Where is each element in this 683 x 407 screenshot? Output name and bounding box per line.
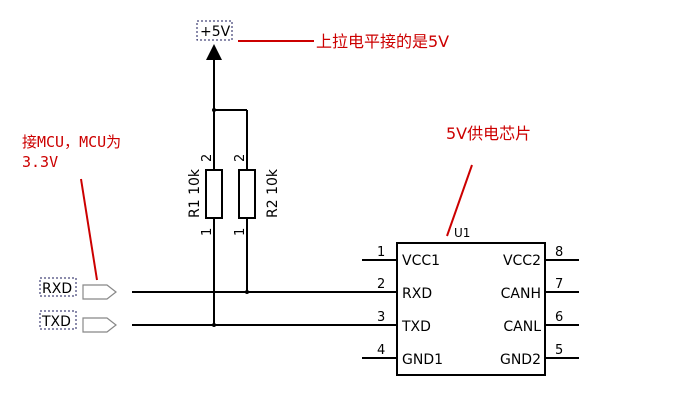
power-net-label-box <box>196 20 233 41</box>
pullup-note: 上拉电平接的是5V <box>316 32 449 51</box>
txd-net-label-box <box>39 310 77 330</box>
ic-pin-6-name: CANL <box>503 319 541 335</box>
ic-pin-3-num: 3 <box>377 310 385 325</box>
ic-pin-7-num: 7 <box>555 277 563 292</box>
ic-pin-5-name: GND2 <box>500 352 541 368</box>
chip-note: 5V供电芯片 <box>446 124 531 143</box>
ic-pin-7-name: CANH <box>501 286 541 302</box>
mcu-note-line1: 接MCU，MCU为 <box>22 133 121 151</box>
ic-u1-body <box>396 242 546 376</box>
ic-pin-1-name: VCC1 <box>402 253 440 269</box>
power-net-label: +5V <box>200 24 231 40</box>
r2-pin-top: 2 <box>233 154 248 162</box>
power-arrow-icon <box>206 44 222 60</box>
r2-label: R2 10k <box>265 168 281 218</box>
mcu-note-leader <box>80 178 98 281</box>
ic-pin-2-name: RXD <box>402 286 432 302</box>
rxd-net-label-box <box>39 277 77 297</box>
ic-left-pins: 1 2 3 4 VCC1 RXD TXD GND1 <box>362 245 443 368</box>
ic-pin-4-name: GND1 <box>402 352 443 368</box>
chip-note-leader <box>446 164 473 237</box>
ic-ref: U1 <box>454 226 470 240</box>
ic-pin-4-num: 4 <box>377 343 385 358</box>
ic-pin-8-name: VCC2 <box>503 253 541 269</box>
ic-pin-2-num: 2 <box>377 277 385 292</box>
ic-pin-3-name: TXD <box>401 319 431 335</box>
resistor-r1 <box>205 169 223 219</box>
r2-pin-bottom: 1 <box>233 228 248 236</box>
ic-pin-8-num: 8 <box>555 245 563 260</box>
ic-pin-5-num: 5 <box>555 343 563 358</box>
r1-label: R1 10k <box>187 168 203 218</box>
r1-pin-top: 2 <box>200 154 215 162</box>
resistor-r2 <box>238 169 256 219</box>
r1-pin-bottom: 1 <box>200 228 215 236</box>
txd-net-label: TXD <box>41 314 71 330</box>
txd-port-icon <box>82 317 117 333</box>
ic-right-pins: 8 7 6 5 VCC2 CANH CANL GND2 <box>500 245 579 368</box>
ic-pin-1-num: 1 <box>377 245 385 260</box>
ic-pin-6-num: 6 <box>555 310 563 325</box>
rxd-net-label: RXD <box>42 281 72 297</box>
mcu-note-line2: 3.3V <box>22 153 58 171</box>
rxd-port-icon <box>82 284 117 300</box>
